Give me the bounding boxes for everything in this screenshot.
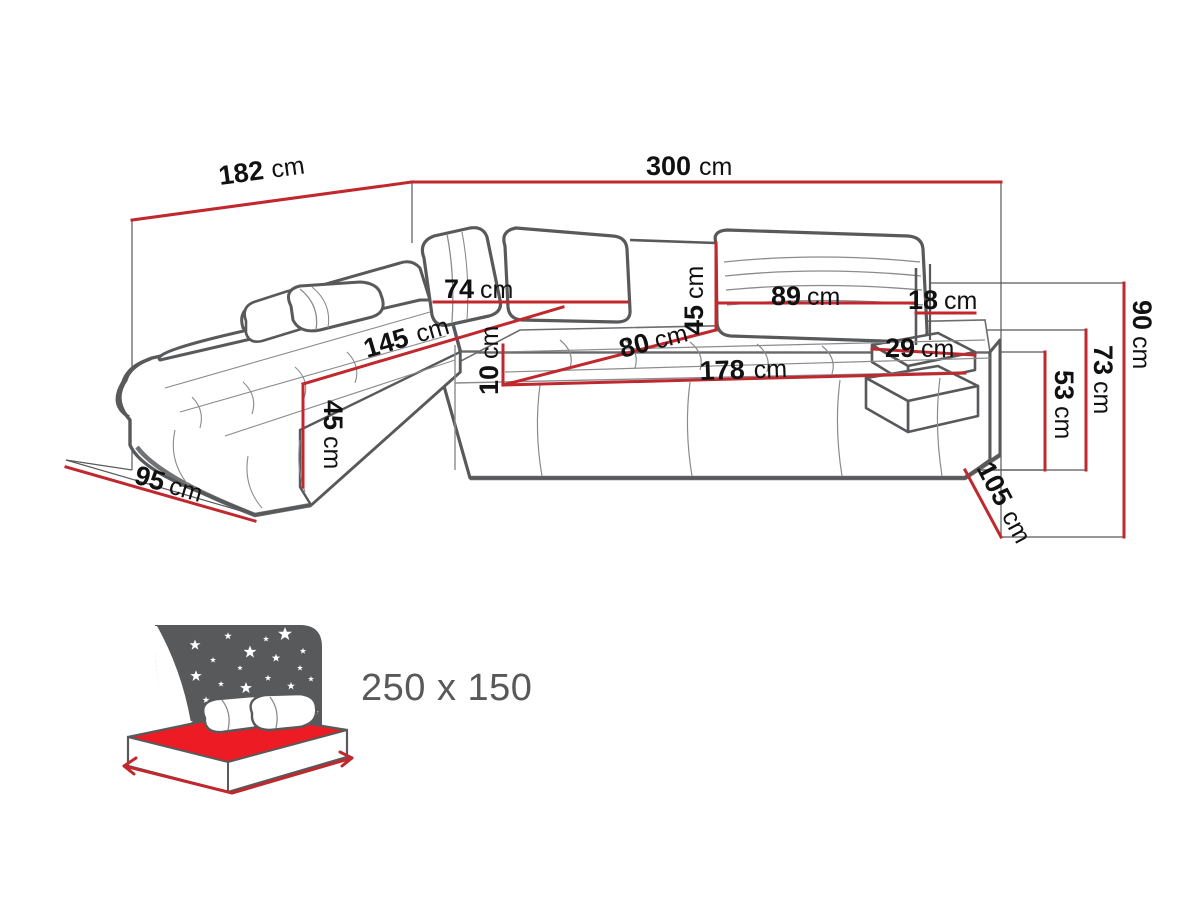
svg-text:cm: cm — [270, 151, 307, 183]
svg-text:178: 178 — [699, 354, 745, 386]
dim-label-300: 300 cm — [646, 151, 732, 181]
dim-label-73: 73 cm — [1088, 345, 1118, 414]
svg-text:cm: cm — [807, 283, 840, 311]
svg-text:cm: cm — [1049, 406, 1077, 439]
svg-text:cm: cm — [921, 335, 954, 363]
dim-label-80: 80 cm — [616, 319, 691, 364]
svg-text:80: 80 — [616, 327, 653, 364]
dim-line-145 — [301, 305, 565, 386]
dim-line-95 — [64, 465, 257, 523]
dim-label-10: 10 cm — [474, 326, 504, 395]
sleeping-area-label: 250 x 150 — [361, 667, 532, 709]
dim-label-29: 29 cm — [885, 333, 954, 363]
sofa-illustration — [115, 226, 1002, 518]
dim-label-74: 74 cm — [444, 274, 513, 304]
dim-label-182: 182 cm — [217, 151, 307, 191]
svg-text:182: 182 — [217, 155, 266, 191]
svg-text:53: 53 — [1049, 370, 1079, 400]
svg-text:45: 45 — [318, 400, 348, 430]
dim-label-90: 90 cm — [1127, 300, 1157, 369]
svg-text:73: 73 — [1088, 345, 1118, 375]
dim-line-182 — [130, 180, 414, 222]
dim-label-45-chaise: 45 cm — [318, 400, 348, 469]
dim-label-53: 53 cm — [1049, 370, 1079, 439]
dim-line-80 — [501, 328, 718, 387]
svg-text:cm: cm — [944, 287, 977, 315]
svg-text:cm: cm — [476, 326, 504, 359]
svg-text:cm: cm — [318, 436, 346, 469]
svg-text:90: 90 — [1127, 300, 1157, 330]
dim-line-29 — [870, 347, 977, 357]
dim-line-178 — [501, 371, 967, 387]
svg-text:18: 18 — [908, 285, 938, 315]
svg-text:45: 45 — [679, 305, 709, 335]
svg-text:10: 10 — [474, 365, 504, 395]
dimension-labels: 182 cm 300 cm 74 cm 145 cm 45 cm — [131, 151, 1157, 548]
svg-text:cm: cm — [1088, 381, 1116, 414]
svg-text:cm: cm — [681, 266, 709, 299]
dimension-lines — [64, 180, 1126, 540]
sleeping-area-label-group: 250 x 150 — [361, 667, 532, 709]
svg-text:89: 89 — [771, 281, 801, 311]
svg-text:cm: cm — [699, 153, 732, 181]
svg-text:cm: cm — [480, 276, 513, 304]
mattress-dimension-arrows — [122, 750, 354, 795]
dim-line-105 — [962, 467, 1004, 540]
dim-label-178: 178 cm — [699, 354, 787, 386]
sleeping-area-icon: 250 x 150 — [122, 625, 532, 795]
dim-label-45-back: 45 cm — [679, 266, 709, 335]
svg-text:74: 74 — [444, 274, 474, 304]
svg-text:300: 300 — [646, 151, 691, 181]
dim-label-89: 89 cm — [771, 281, 840, 311]
svg-text:29: 29 — [885, 333, 915, 363]
svg-text:cm: cm — [1127, 336, 1155, 369]
dim-label-18: 18 cm — [908, 285, 977, 315]
svg-text:cm: cm — [996, 505, 1036, 548]
svg-text:cm: cm — [753, 355, 787, 384]
